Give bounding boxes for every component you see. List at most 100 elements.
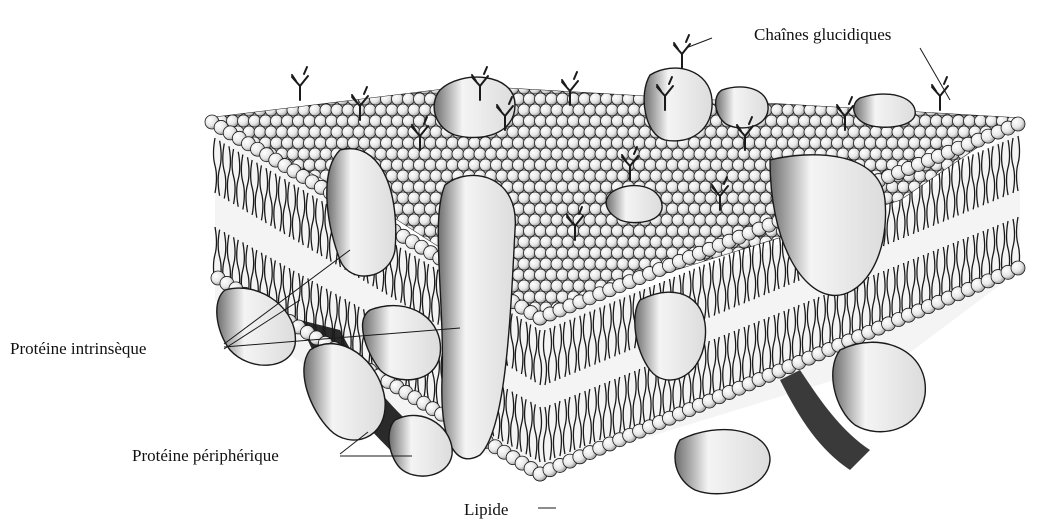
lipid-head [315, 137, 327, 149]
lipid-head [645, 225, 657, 237]
lipid-head [579, 269, 591, 281]
lipid-head [595, 236, 607, 248]
lipid-head [293, 93, 305, 105]
lipid-head [397, 170, 409, 182]
lipid-head [447, 137, 459, 149]
lipid-head [832, 137, 844, 149]
lipid-head [353, 126, 365, 138]
glycan-chain [674, 35, 690, 68]
lipid-head [612, 115, 624, 127]
lipid-head [903, 126, 915, 138]
lipid-head [617, 236, 629, 248]
lipid-head [331, 104, 343, 116]
lipid-head [392, 115, 404, 127]
lipid-head [958, 82, 970, 94]
lipid-head [276, 104, 288, 116]
lipid-head [975, 93, 987, 105]
lipid-head [716, 148, 728, 160]
lipid-head [254, 126, 266, 138]
lipid-head [315, 93, 327, 105]
lipid-head [991, 302, 1003, 314]
lipid-head [920, 93, 932, 105]
lipid-head [573, 126, 585, 138]
lipid-head [496, 170, 508, 182]
lipid-head [205, 225, 217, 237]
lipid-head [788, 115, 800, 127]
lipid-head [705, 126, 717, 138]
lipid-head [227, 93, 239, 105]
lipid-head [628, 236, 640, 248]
lipid-head [238, 115, 250, 127]
lipid-head [793, 104, 805, 116]
lipid-head [419, 104, 431, 116]
lipid-head [810, 115, 822, 127]
lipid-head [458, 137, 470, 149]
lipid-head [381, 137, 393, 149]
lipid-head [551, 236, 563, 248]
lipid-head [551, 170, 563, 182]
lipid-head [832, 93, 844, 105]
lipid-head [557, 269, 569, 281]
peripheral-protein-6 [675, 430, 770, 494]
lipid-head [331, 82, 343, 94]
lipid-head [199, 170, 211, 182]
lipid-head [958, 126, 970, 138]
lipid-head [425, 225, 437, 237]
lipid-head [529, 258, 541, 270]
lipid-head [975, 115, 987, 127]
lipid-head [744, 203, 756, 215]
lipid-head [579, 181, 591, 193]
lipid-head [568, 137, 580, 149]
lipid-head [540, 280, 552, 292]
lipid-head [590, 115, 602, 127]
lipid-head [722, 203, 734, 215]
lipid-head [639, 126, 651, 138]
lipid-head [315, 115, 327, 127]
lipid-head [584, 214, 596, 226]
lipid-head [282, 93, 294, 105]
lipid-head [678, 181, 690, 193]
lipid-head [397, 192, 409, 204]
lipid-head [529, 82, 541, 94]
lipid-head [722, 159, 734, 171]
lipid-head [397, 82, 409, 94]
lipid-head [727, 192, 739, 204]
lipid-head [595, 126, 607, 138]
lipid-head [496, 148, 508, 160]
lipid-head [557, 115, 569, 127]
lipid-head [612, 137, 624, 149]
lipid-head [859, 126, 871, 138]
lipid-head [386, 82, 398, 94]
lipid-head [749, 170, 761, 182]
lipid-head [551, 214, 563, 226]
lipid-head [403, 93, 415, 105]
lipid-head [535, 225, 547, 237]
lipid-head [562, 148, 574, 160]
lipid-head [645, 159, 657, 171]
lipid-head [694, 192, 706, 204]
lipid-head [546, 159, 558, 171]
lipid-head [535, 137, 547, 149]
lipid-head [524, 181, 536, 193]
lipid-head [221, 104, 233, 116]
lipid-head [755, 203, 767, 215]
lipid-head [667, 181, 679, 193]
lipid-head [788, 137, 800, 149]
lipid-head [271, 137, 283, 149]
lipid-head [914, 170, 926, 182]
lipid-head [342, 104, 354, 116]
lipid-head [628, 82, 640, 94]
lipid-head [238, 93, 250, 105]
lipid-head [425, 137, 437, 149]
lipid-head [419, 170, 431, 182]
lipid-head [634, 115, 646, 127]
lipid-head [804, 82, 816, 94]
lipid-head [540, 126, 552, 138]
lipid-head [271, 115, 283, 127]
lipid-head [518, 236, 530, 248]
lipid-head [529, 192, 541, 204]
lipid-head [612, 247, 624, 259]
lipid-head [513, 137, 525, 149]
label-lipid: Lipide [460, 497, 512, 523]
lipid-head [535, 181, 547, 193]
